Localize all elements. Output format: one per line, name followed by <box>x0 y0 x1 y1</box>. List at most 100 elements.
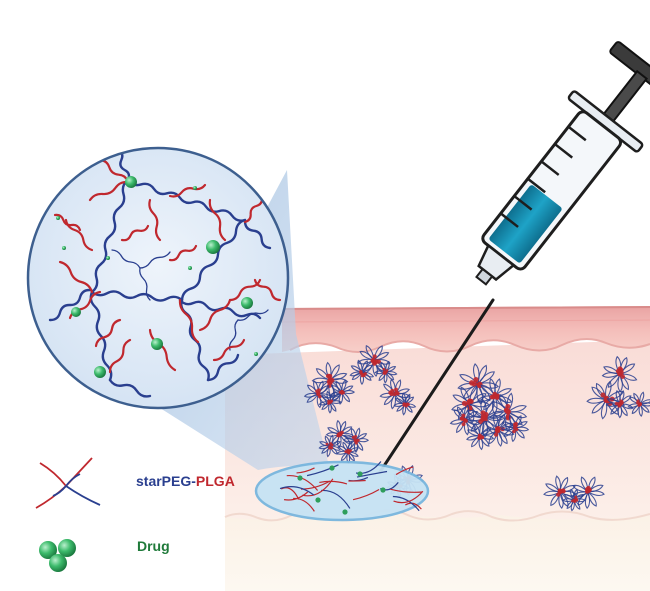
depot-strand <box>319 480 348 485</box>
micelle <box>374 360 398 384</box>
zoom-drug <box>188 266 192 270</box>
micelle <box>562 488 586 512</box>
hydrogel-depot <box>254 460 430 522</box>
legend-drug-icon <box>39 539 76 572</box>
zoom-drug <box>71 307 81 317</box>
depot-drug <box>357 471 363 477</box>
syringe <box>475 41 650 286</box>
micelle <box>571 476 605 510</box>
syringe-tip <box>475 267 494 286</box>
legend-drug-label: Drug <box>137 538 170 554</box>
depot-strand <box>393 490 424 504</box>
depot-strand <box>302 478 334 497</box>
depot-strand <box>404 502 422 510</box>
zoom-drug <box>151 338 163 350</box>
epidermis-bottom-wave <box>289 338 650 353</box>
micelle <box>605 390 634 419</box>
plga-strand <box>88 180 130 202</box>
micelle <box>325 419 355 449</box>
micelle <box>601 355 638 393</box>
legend-polymer-icon <box>35 457 101 509</box>
dermis-border <box>224 509 650 522</box>
plga-strand <box>198 298 232 332</box>
depot-strand <box>395 466 414 476</box>
depot-strand <box>321 489 351 509</box>
micelle <box>449 404 481 436</box>
depot-strand <box>280 487 300 500</box>
skin-subcutaneous-layer <box>225 512 650 591</box>
plga-strand <box>178 298 200 344</box>
plga-strand <box>243 196 264 224</box>
micelle <box>543 475 577 509</box>
depot-strand <box>296 467 315 474</box>
skin-epidermis-layer <box>282 306 650 352</box>
depot-strand <box>279 486 315 496</box>
depot-strand <box>390 488 423 493</box>
zoom-drug <box>106 256 110 260</box>
peg-strand <box>139 251 171 269</box>
plga-strand <box>64 218 94 252</box>
plga-strand <box>53 213 82 232</box>
peg-strand <box>228 319 239 351</box>
peg-strand <box>89 290 113 382</box>
peg-strand <box>90 290 184 302</box>
micelle <box>342 427 370 454</box>
micelle <box>318 390 342 414</box>
plga-strand <box>98 158 130 184</box>
plga-strand <box>228 278 262 302</box>
depot-drug <box>297 475 303 481</box>
peg-strand <box>206 353 240 382</box>
depot-drug <box>329 465 335 471</box>
plga-strand <box>208 198 227 242</box>
zoom-drug <box>56 216 60 220</box>
micelle-layer <box>303 344 650 512</box>
depot-strand <box>286 475 319 491</box>
zoom-drug <box>206 240 220 254</box>
legend-peg-text: starPEG- <box>136 473 196 489</box>
micelle <box>500 414 530 443</box>
plga-strand <box>58 260 94 294</box>
depot-strand <box>348 479 366 482</box>
zoom-drug <box>94 366 106 378</box>
plga-strand <box>120 224 150 242</box>
depot-strand <box>352 488 380 501</box>
zoom-circle-border <box>26 146 290 410</box>
micelle <box>318 434 341 458</box>
zoom-drug <box>193 186 197 190</box>
legend-polymer-label: starPEG-PLGA <box>136 473 235 489</box>
depot-drug <box>380 487 386 493</box>
depot-strand <box>392 495 420 512</box>
zoom-polymer-network <box>48 148 282 398</box>
peg-strand <box>243 220 272 250</box>
micelle <box>393 392 417 416</box>
epidermis-inner-line <box>281 319 650 323</box>
zoom-drug <box>62 246 66 250</box>
micelle <box>466 422 495 451</box>
legend-plga-text: PLGA <box>195 473 235 489</box>
plga-strand <box>168 183 207 198</box>
micelle <box>379 378 411 410</box>
epidermis-top-line <box>281 306 650 310</box>
zoom-drug <box>125 176 137 188</box>
micelle <box>457 363 499 405</box>
plga-strand <box>148 198 162 242</box>
depot-strand <box>293 497 315 512</box>
peg-strand <box>111 249 141 269</box>
depot-drug <box>342 509 348 515</box>
plga-strand <box>148 328 177 372</box>
zoom-circle <box>28 148 288 408</box>
peg-strand <box>108 378 152 398</box>
peg-strand <box>48 288 92 322</box>
depot-polymer-network <box>279 461 424 515</box>
syringe-needle <box>378 298 495 474</box>
syringe-fluid <box>489 185 562 263</box>
plga-strand <box>212 338 246 362</box>
peg-strand <box>237 309 269 321</box>
plga-strand <box>168 244 198 262</box>
micelle <box>627 391 650 417</box>
depot-strand <box>306 464 339 477</box>
peg-strand <box>139 267 151 301</box>
syringe-nozzle <box>477 243 516 282</box>
plga-strand <box>253 278 282 302</box>
